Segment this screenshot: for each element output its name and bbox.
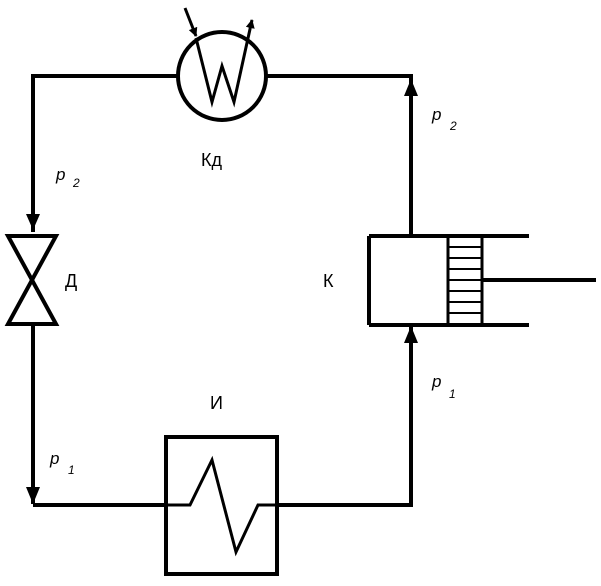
piston-rings bbox=[448, 246, 482, 314]
evaporator-label: И bbox=[210, 393, 223, 413]
condenser-circle bbox=[176, 30, 268, 122]
compressor-label: К bbox=[323, 271, 334, 291]
arrow-down-to-throttle bbox=[26, 214, 40, 230]
condenser bbox=[176, 7, 268, 122]
pressure-label-p2-right: p 2 bbox=[431, 105, 457, 133]
pressure-symbol: p bbox=[431, 372, 441, 391]
pipe-condenser-to-throttle bbox=[31, 74, 178, 232]
pipe-compressor-to-condenser bbox=[266, 74, 413, 236]
evaporator-coil bbox=[166, 455, 277, 557]
condenser-label: Кд bbox=[201, 150, 222, 170]
condenser-inlet-arrow bbox=[183, 7, 198, 37]
pressure-index: 2 bbox=[72, 176, 80, 190]
pressure-symbol: p bbox=[55, 165, 65, 184]
pressure-index: 1 bbox=[449, 387, 456, 401]
condenser-coil bbox=[194, 19, 255, 108]
pressure-label-p1-right: p 1 bbox=[431, 372, 456, 401]
throttle-upper-triangle bbox=[4, 234, 60, 285]
throttle-valve bbox=[4, 234, 60, 326]
throttle-label: Д bbox=[65, 271, 77, 291]
evaporator bbox=[164, 435, 279, 576]
pipe-lines bbox=[31, 74, 413, 507]
pressure-label-p2-left: p 2 bbox=[55, 165, 80, 190]
arrow-up-to-compressor bbox=[404, 326, 418, 343]
arrow-down-to-evaporator bbox=[26, 487, 40, 504]
pressure-index: 1 bbox=[68, 463, 75, 477]
pipe-evaporator-to-compressor bbox=[277, 326, 413, 507]
throttle-lower-triangle bbox=[4, 275, 60, 326]
flow-arrows bbox=[26, 79, 418, 504]
pressure-symbol: p bbox=[431, 105, 441, 124]
pressure-index: 2 bbox=[449, 119, 457, 133]
pressure-symbol: p bbox=[49, 449, 59, 468]
arrow-up-from-compressor bbox=[404, 79, 418, 96]
compressor bbox=[367, 234, 596, 327]
pressure-label-p1-left: p 1 bbox=[49, 449, 75, 477]
